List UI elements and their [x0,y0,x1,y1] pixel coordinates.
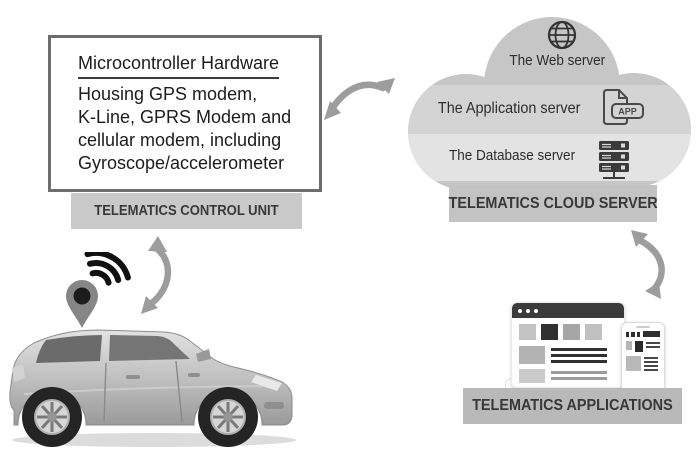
car-side-view [9,329,296,447]
browser-window [511,302,625,388]
browser-text-block [519,346,617,364]
phone-content-row [626,341,660,352]
arrow-box-to-cloud [324,78,395,120]
text-line [646,342,660,344]
web-server-row: The Web server [485,52,630,69]
browser-header [512,303,624,318]
arrow-cloud-to-apps [631,230,665,299]
browser-content [512,318,624,383]
image-placeholder [626,356,641,371]
text-line [644,361,658,363]
image-placeholder [519,346,545,364]
hardware-box-line: Gyroscope/accelerometer [78,153,285,173]
car-rear-window [36,335,102,363]
text-line [551,360,607,363]
hardware-box-line: cellular modem, including [78,130,282,150]
car-door-lines [103,360,183,423]
text-line [551,354,607,357]
browser-dot [534,308,538,313]
app-badge-text: APP [618,107,637,117]
location-pin-wifi-icon [66,252,131,328]
text-line [644,369,658,371]
application-server-label: The Application server [437,100,581,117]
image-placeholder [626,341,632,350]
phone-speaker [636,326,650,328]
globe-icon [547,20,577,50]
web-server-label: The Web server [509,52,606,69]
text-line [646,346,660,348]
car-front-wheel [198,387,258,447]
browser-thumbnails [519,324,617,340]
car-side-mirror [196,349,211,362]
hardware-box-line: Housing GPS modem, [78,84,258,104]
text-line [551,371,607,374]
application-server-row: The Application server [423,100,595,118]
toolbar-tab [636,332,641,337]
car-door-handle [188,373,200,377]
phone-mockup [621,322,665,394]
telematics-control-unit-label: TELEMATICS CONTROL UNIT [94,203,279,219]
car-fog-light [264,402,284,409]
browser-dot [518,308,522,313]
telematics-applications-label: TELEMATICS APPLICATIONS [472,397,673,414]
car-door-handle [126,375,140,379]
phone-content-row [626,356,660,371]
text-line [644,365,658,367]
thumbnail [585,324,602,340]
server-rack-icon [599,141,629,179]
browser-text-block [519,369,617,383]
phone-toolbar [626,331,660,337]
telematics-cloud-server-label: TELEMATICS CLOUD SERVER [448,194,658,212]
text-line [551,348,607,351]
browser-dot [526,308,530,313]
database-server-row: The Database server [437,147,587,164]
thumbnail [563,324,580,340]
telematics-cloud-server-band: TELEMATICS CLOUD SERVER [448,185,658,222]
text-line [644,357,658,359]
applications-devices-group [505,298,667,398]
app-document-icon: APP [603,89,644,125]
car-headlight [251,375,282,391]
car-taillight [12,364,25,382]
toolbar-tab [626,332,630,337]
car-front-window [109,335,190,361]
image-placeholder [634,341,643,352]
hardware-description-box: Microcontroller Hardware Housing GPS mod… [48,35,322,192]
text-line [551,377,607,380]
car-rear-wheel [22,387,82,447]
image-placeholder [519,369,545,383]
thumbnail [541,324,558,340]
thumbnail [519,324,536,340]
toolbar-bar [643,331,660,337]
toolbar-tab [631,332,635,337]
telematics-applications-band: TELEMATICS APPLICATIONS [463,388,682,424]
hardware-box-line: K-Line, GPRS Modem and [78,107,292,127]
database-server-label: The Database server [448,147,576,164]
hardware-box-title: Microcontroller Hardware [78,52,280,79]
telematics-control-unit-band: TELEMATICS CONTROL UNIT [71,193,302,229]
